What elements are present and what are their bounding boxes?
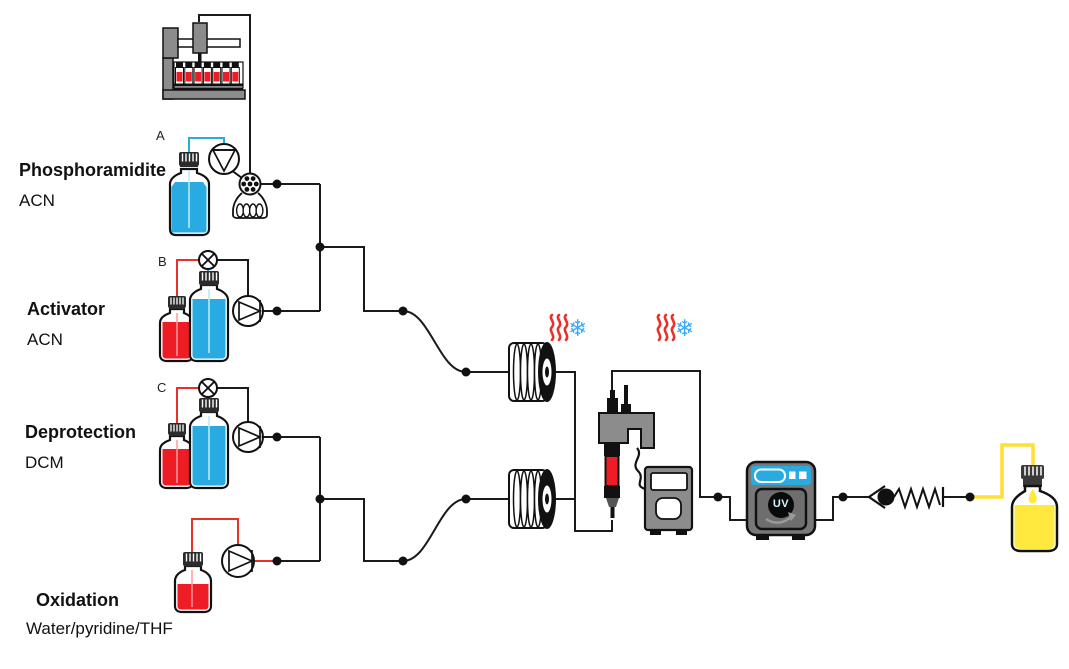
uv-detector-icon — [745, 460, 817, 540]
spring-icon — [893, 485, 941, 511]
oxidation-bottle-icon — [173, 552, 213, 614]
bottle-letter-c: C — [157, 380, 167, 395]
section-title-deprotection: Deprotection — [25, 422, 137, 442]
back-pressure-regulator-icon — [867, 485, 945, 511]
section-title-activator: Activator — [27, 299, 106, 319]
junction-dots — [272, 179, 975, 566]
phosphoramidite-bottle-icon — [168, 152, 211, 237]
heat-icon-1 — [549, 313, 569, 342]
snowflake-icon-2: ❄ — [675, 315, 695, 341]
selection-valve-icon — [232, 172, 268, 219]
junction-dot — [965, 492, 975, 502]
pump-b-icon — [232, 295, 264, 327]
uv-cell-icon — [768, 492, 794, 518]
junction-dot — [272, 432, 282, 442]
section-solvent-oxidation: Water/pyridine/THF — [26, 619, 173, 638]
deprotection-valve-icon — [198, 378, 218, 398]
collection-bottle-icon — [1010, 465, 1059, 553]
section-solvent-phosphoramidite: ACN — [19, 191, 55, 210]
droplet-icon — [1028, 489, 1037, 504]
junction-dot — [272, 179, 282, 189]
junction-dot — [272, 306, 282, 316]
synthesis-column-icon — [598, 385, 655, 518]
snowflake-icon-1: ❄ — [568, 315, 588, 341]
junction-dot — [315, 242, 325, 252]
coil-reactor-bottom-icon — [508, 469, 556, 529]
activator-red-bottle-icon — [158, 296, 195, 363]
vial-rack-icon — [173, 61, 244, 91]
junction-dot — [315, 494, 325, 504]
junction-dot — [398, 306, 408, 316]
deprotection-blue-bottle-icon — [188, 398, 230, 490]
activator-valve-icon — [198, 250, 218, 270]
uv-detector-label: UV — [772, 498, 790, 510]
autosampler-icon — [162, 22, 246, 100]
pump-a-icon — [208, 143, 243, 179]
junction-dot — [272, 556, 282, 566]
junction-dot — [398, 556, 408, 566]
section-solvent-deprotection: DCM — [25, 453, 64, 472]
heater-cable — [634, 447, 646, 491]
section-solvent-activator: ACN — [27, 330, 63, 349]
bottle-letter-b: B — [158, 254, 167, 269]
heat-icon-2 — [656, 313, 676, 342]
bottle-letter-a: A — [156, 128, 165, 143]
activator-blue-bottle-icon — [188, 271, 230, 363]
column-bracket — [598, 412, 655, 449]
deprotection-red-bottle-icon — [158, 423, 195, 490]
section-title-phosphoramidite: Phosphoramidite — [19, 160, 167, 180]
junction-dot — [838, 492, 848, 502]
pump-d-icon — [221, 544, 255, 578]
column-heater-icon — [643, 465, 694, 535]
junction-dot — [461, 494, 471, 504]
uv-display — [754, 468, 786, 483]
tubing-yellow — [974, 443, 1035, 499]
junction-dot — [461, 367, 471, 377]
coil-reactor-top-icon — [508, 342, 556, 402]
tubing-black — [198, 14, 966, 562]
pump-c-icon — [232, 421, 264, 453]
junction-dot — [713, 492, 723, 502]
section-title-oxidation: Oxidation — [36, 590, 120, 610]
